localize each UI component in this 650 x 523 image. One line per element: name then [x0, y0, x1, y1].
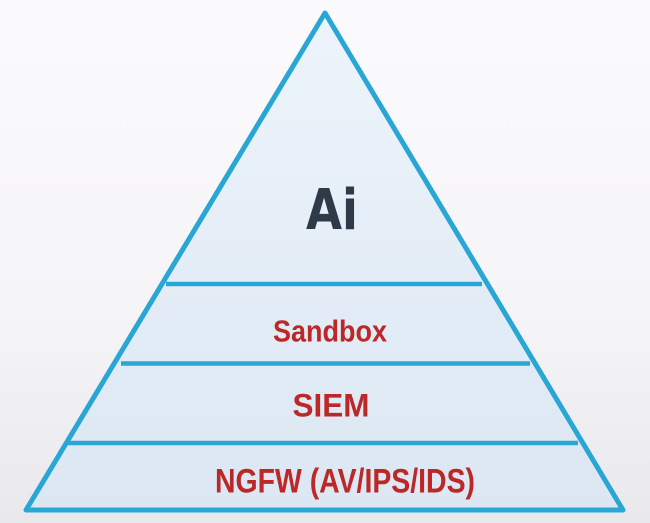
level-label-ngfw: NGFW (AV/IPS/IDS): [215, 463, 475, 501]
level-label-ai: Ai: [306, 178, 358, 243]
level-label-siem: SIEM: [293, 388, 370, 424]
level-label-sandbox: Sandbox: [273, 314, 388, 349]
pyramid-outline: [23, 10, 626, 513]
